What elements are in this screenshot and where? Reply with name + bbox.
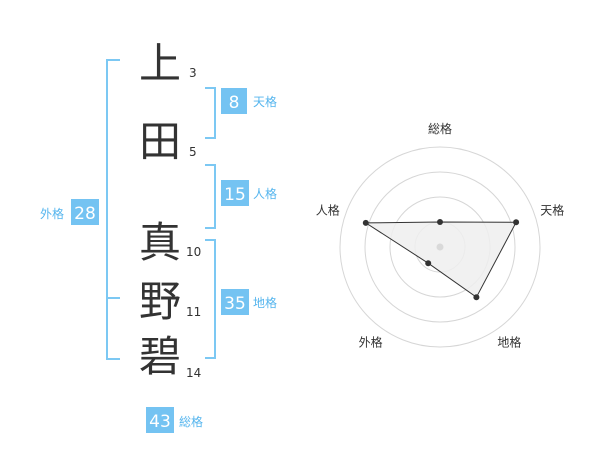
brackets — [106, 59, 216, 360]
radar-axis-label: 外格 — [359, 335, 383, 350]
tenkaku-group: 8 天格 — [221, 88, 277, 114]
stroke-count: 11 — [186, 305, 201, 319]
jinkaku-label: 人格 — [253, 186, 277, 201]
jinkaku-value: 15 — [224, 185, 246, 205]
radar-ring — [339, 146, 541, 348]
tenkaku-label: 天格 — [253, 94, 277, 109]
chikaku-label: 地格 — [253, 295, 277, 310]
radar-axis-label: 総格 — [428, 121, 452, 136]
radar-point — [437, 219, 443, 225]
jinkaku-badge — [221, 180, 249, 206]
radar-axis-label: 地格 — [497, 335, 521, 350]
radar-ring — [364, 171, 516, 323]
chikaku-value: 35 — [224, 294, 246, 314]
gaikaku-label: 外格 — [40, 206, 64, 221]
jinkaku-bracket — [205, 164, 216, 229]
tenkaku-badge — [221, 88, 247, 114]
stroke-count: 10 — [186, 245, 201, 259]
radar-point — [425, 260, 432, 267]
chikaku-badge — [221, 289, 249, 315]
radar-point — [473, 294, 480, 301]
tenkaku-bracket — [205, 87, 216, 139]
gaikaku-bracket — [106, 59, 120, 360]
stroke-count: 14 — [186, 366, 201, 380]
radar-points — [362, 219, 520, 301]
soukaku-group: 43 総格 — [146, 407, 203, 433]
name-characters: 上 3 田 5 真 10 野 11 碧 14 — [139, 39, 201, 381]
chikaku-bracket — [205, 239, 216, 359]
radar-axis-label: 天格 — [540, 203, 564, 218]
soukaku-value: 43 — [149, 412, 171, 432]
tenkaku-value: 8 — [229, 93, 240, 113]
name-char: 田 — [139, 117, 181, 166]
name-char: 上 — [139, 39, 181, 88]
name-char: 野 — [139, 277, 181, 326]
radar-axis-label: 人格 — [316, 203, 340, 218]
chikaku-group: 35 地格 — [221, 289, 277, 315]
stroke-count: 3 — [189, 66, 197, 80]
gaikaku-group: 外格 28 — [40, 199, 99, 225]
gaikaku-value: 28 — [74, 204, 96, 224]
name-char: 碧 — [139, 332, 181, 381]
radar-area — [364, 221, 517, 298]
jinkaku-group: 15 人格 — [221, 180, 277, 206]
name-char: 真 — [139, 218, 181, 267]
soukaku-label: 総格 — [179, 414, 203, 429]
radar-point — [362, 219, 369, 226]
soukaku-badge — [146, 407, 174, 433]
gaikaku-badge — [71, 199, 99, 225]
radar-point — [513, 219, 520, 226]
radar-center-dot — [436, 243, 444, 251]
stroke-count: 5 — [189, 145, 197, 159]
